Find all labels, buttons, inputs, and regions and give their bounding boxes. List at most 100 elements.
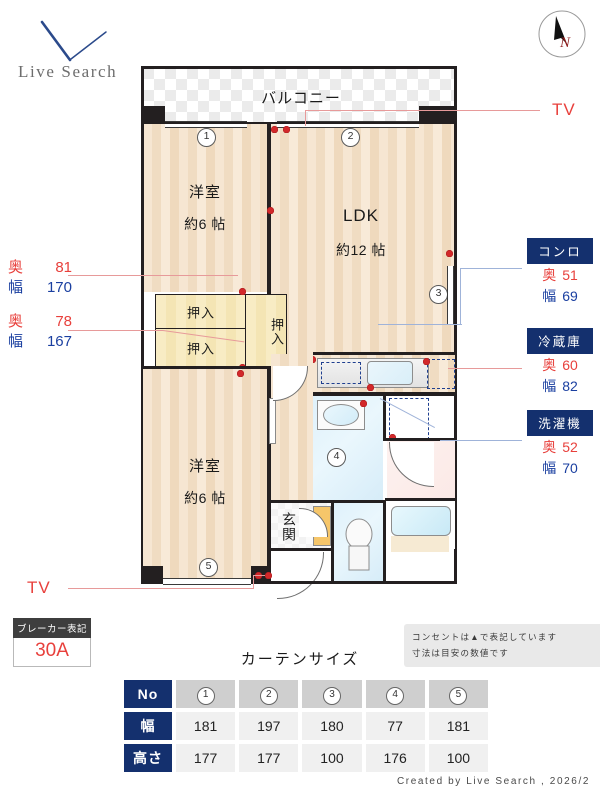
room-ldk-name: LDK [342, 206, 380, 225]
curtain-no-5: 5 [449, 686, 468, 705]
table-row-width: 幅 181 197 180 77 181 [124, 712, 488, 740]
curtain-no-1: 1 [196, 686, 215, 705]
closet-dim-upper-depth: 81 [55, 259, 72, 276]
room-washitsu-north-name: 洋室 [188, 184, 221, 201]
curtain-height-2: 177 [239, 744, 299, 772]
spec-sentakuki-depth: 52 [562, 439, 578, 455]
table-row-no: No 1 2 3 4 5 [124, 680, 488, 708]
closet-dim-upper: 奥 81 幅 170 [8, 258, 72, 299]
table-cell: 3 [302, 680, 362, 708]
outlet-icon [283, 126, 290, 133]
closet-dim-lower-depth: 78 [55, 313, 72, 330]
curtain-marker-5: 5 [199, 558, 218, 577]
closet-dim-upper-width: 170 [46, 279, 72, 297]
curtain-height-4: 176 [365, 744, 425, 772]
tv-leader-top-2 [305, 110, 457, 111]
closet-dim-upper-depth-key: 奥 [8, 259, 24, 276]
curtain-width-4: 77 [365, 712, 425, 740]
closet-dim-lower-width: 167 [46, 333, 72, 351]
curtain-header-no: No [124, 680, 172, 708]
konro-leader-v [460, 268, 461, 324]
brand-logo: Live Search [14, 18, 144, 88]
breaker-box: ブレーカー表記 30A [13, 618, 91, 667]
curtain-height-5: 100 [428, 744, 488, 772]
outlet-icon [360, 400, 367, 407]
konro-leader-2 [378, 324, 462, 325]
table-cell: 4 [365, 680, 425, 708]
curtain-header-height: 高さ [124, 744, 172, 772]
spec-sentakuki-depth-key: 奥 [542, 439, 557, 455]
tv-leader-top-v [305, 110, 306, 126]
room-ldk [271, 124, 455, 354]
bath-floor-mat [391, 536, 449, 552]
closet-dim-upper-width-key: 幅 [8, 279, 24, 297]
curtain-table-title: カーテンサイズ [240, 651, 360, 668]
window-north-1 [165, 121, 247, 128]
curtain-height-1: 177 [176, 744, 236, 772]
tv-leader-bottom [68, 588, 253, 589]
curtain-marker-2: 2 [341, 128, 360, 147]
spec-sentakuki-width-key: 幅 [542, 459, 557, 476]
spec-reizoko-width-key: 幅 [542, 377, 557, 394]
spec-reizoko-width: 82 [562, 377, 578, 394]
entrance-door[interactable] [277, 552, 324, 599]
curtain-height-3: 100 [302, 744, 362, 772]
spec-sentakuki-width: 70 [562, 459, 578, 476]
room-washitsu-south-name: 洋室 [188, 458, 221, 475]
window-south-5 [163, 578, 251, 585]
table-row-height: 高さ 177 177 100 176 100 [124, 744, 488, 772]
closet-dim-leader-upper [68, 275, 238, 276]
spec-konro-title: コンロ [527, 238, 593, 264]
room-ldk-size: 約12 帖 [336, 242, 386, 258]
table-cell: 5 [428, 680, 488, 708]
spec-reizoko-depth: 60 [562, 357, 578, 373]
spec-reizoko-title: 冷蔵庫 [527, 328, 593, 354]
curtain-width-2: 197 [239, 712, 299, 740]
curtain-width-5: 181 [428, 712, 488, 740]
toilet-icon [345, 518, 373, 571]
closet-upper-label: 押入 [186, 305, 215, 321]
room-balcony [143, 68, 455, 122]
closet-lower: 押入 [155, 328, 247, 368]
window-ldk-east [447, 266, 454, 324]
breaker-title: ブレーカー表記 [13, 618, 91, 638]
curtain-marker-1: 1 [197, 128, 216, 147]
outlet-icon [271, 126, 278, 133]
tv-label-top: TV [552, 100, 576, 119]
spec-konro-width: 69 [562, 287, 578, 304]
room-balcony-label: バルコニー [261, 90, 341, 107]
tv-leader-bottom-v [253, 575, 254, 589]
stove-space[interactable] [321, 362, 361, 384]
outlet-icon [239, 288, 246, 295]
room-washitsu-north-size: 約6 帖 [184, 216, 226, 232]
curtain-width-1: 181 [176, 712, 236, 740]
legend-note-line1: コンセントは▲で表記しています [412, 632, 558, 642]
curtain-marker-4: 4 [327, 448, 346, 467]
window-north-2 [277, 121, 419, 128]
washing-machine-space[interactable] [389, 398, 429, 440]
curtain-header-width: 幅 [124, 712, 172, 740]
curtain-no-3: 3 [322, 686, 341, 705]
kitchen-sink [367, 361, 413, 385]
room-genkan-label: 玄関 [281, 512, 297, 542]
room-washitsu-north [143, 124, 267, 292]
table-cell: 2 [239, 680, 299, 708]
konro-leader [460, 268, 522, 269]
closet-dim-lower-depth-key: 奥 [8, 313, 24, 330]
tv-leader-top [455, 110, 540, 111]
room-washitsu-south-upper [143, 368, 267, 468]
closet-dim-lower-width-key: 幅 [8, 333, 24, 351]
breaker-value: 30A [13, 638, 91, 667]
table-cell: 1 [176, 680, 236, 708]
outlet-icon [446, 250, 453, 257]
sliding-door-south-room[interactable] [269, 398, 276, 444]
spec-konro-width-key: 幅 [542, 287, 557, 304]
closet-upper: 押入 [155, 294, 247, 330]
outlet-icon [265, 572, 272, 579]
closet-lower-label: 押入 [186, 341, 215, 357]
refrigerator-space[interactable] [427, 359, 455, 389]
washbasin-bowl [323, 404, 359, 426]
outlet-icon [237, 370, 244, 377]
